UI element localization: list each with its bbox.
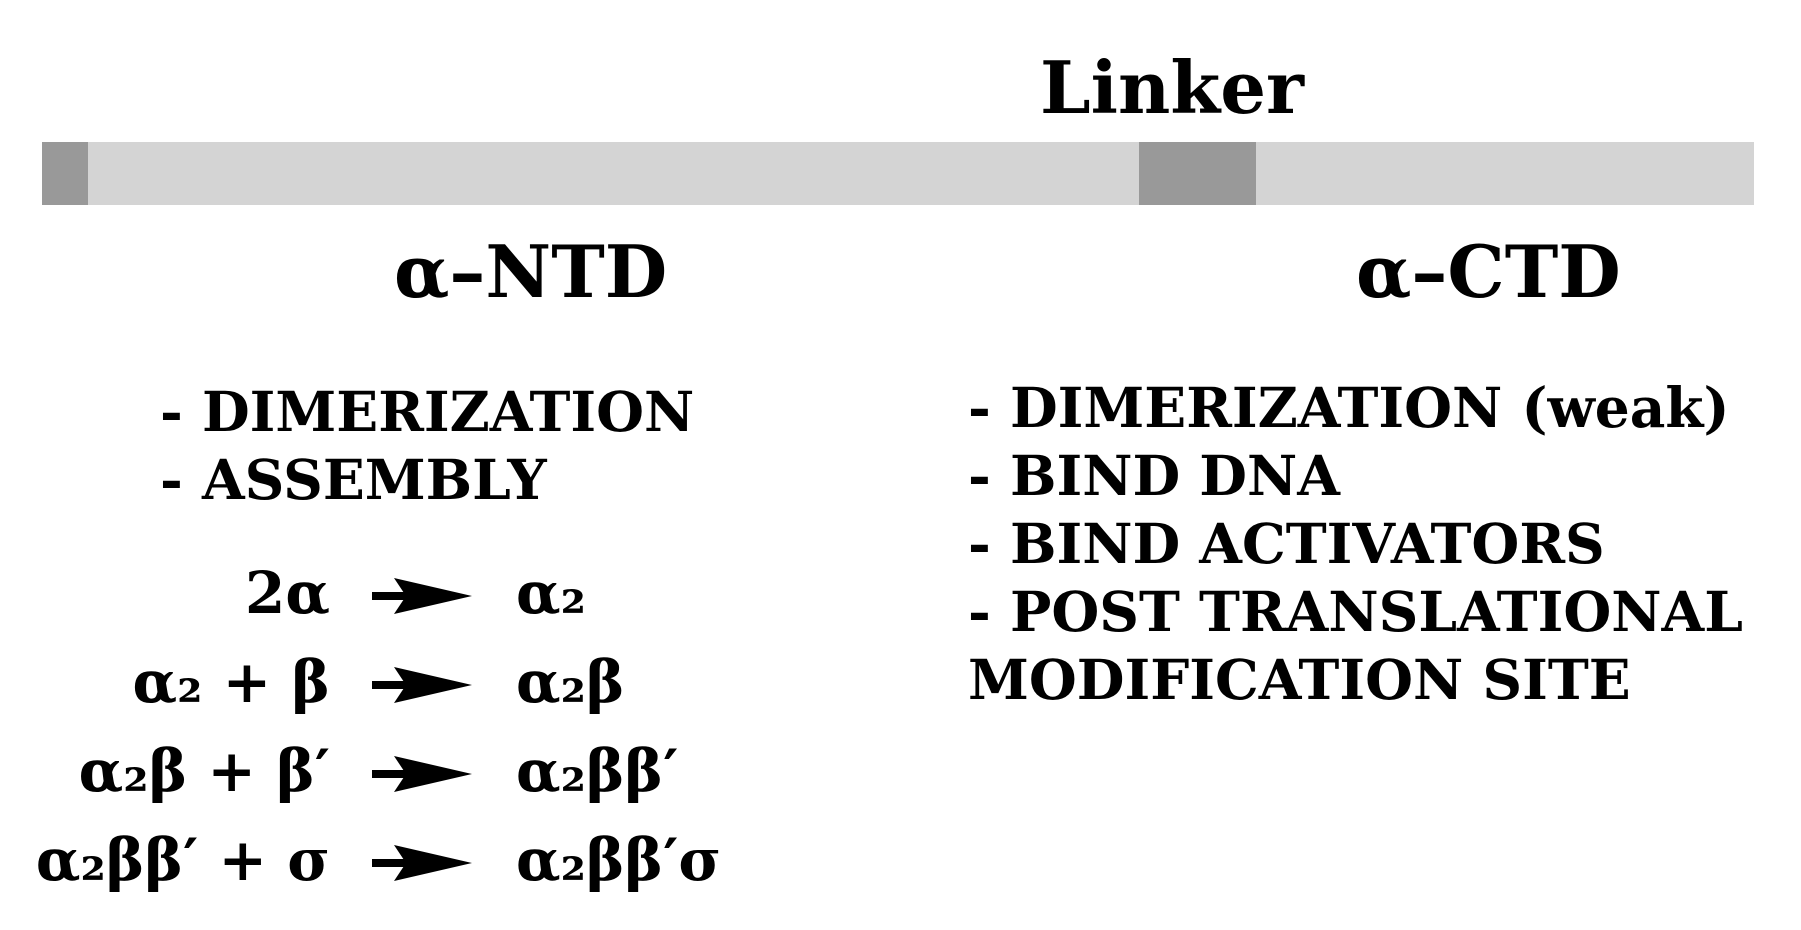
list-item: - DIMERIZATION (weak) [968, 375, 1730, 440]
right-arrow-icon [372, 667, 472, 703]
protein-bar [42, 142, 1754, 205]
reaction-row: α₂β + β′ α₂ββ′ [0, 736, 800, 825]
linker-segment [1139, 142, 1256, 205]
reaction-row: α₂ββ′ + σ α₂ββ′σ [0, 825, 800, 914]
list-item: - ASSEMBLY [160, 447, 547, 512]
list-item: - BIND ACTIVATORS [968, 511, 1605, 576]
list-item: - BIND DNA [968, 443, 1340, 508]
reaction-reactant: 2α [245, 559, 330, 627]
reaction-reactant: α₂ββ′ + σ [35, 826, 330, 894]
linker-label: Linker [1040, 45, 1304, 130]
list-item: - POST TRANSLATIONAL [968, 579, 1743, 644]
right-arrow-icon [372, 845, 472, 881]
list-item: - DIMERIZATION [160, 379, 695, 444]
reaction-reactant: α₂ + β [132, 648, 330, 716]
reaction-product: α₂ββ′σ [516, 826, 722, 894]
ctd-function-list: - DIMERIZATION (weak) - BIND DNA - BIND … [968, 374, 1743, 714]
list-item: MODIFICATION SITE [968, 647, 1631, 712]
reaction-reactant: α₂β + β′ [78, 737, 330, 805]
reaction-row: α₂ + β α₂β [0, 647, 800, 736]
right-arrow-icon [372, 756, 472, 792]
ntd-function-list: - DIMERIZATION - ASSEMBLY [160, 378, 694, 514]
n-terminal-segment [42, 142, 88, 205]
ntd-title: α–NTD [394, 229, 668, 314]
right-arrow-icon [372, 578, 472, 614]
reaction-product: α₂ββ′ [516, 737, 679, 805]
reaction-product: α₂ [516, 559, 587, 627]
reaction-row: 2α α₂ [0, 558, 800, 647]
assembly-reactions: 2α α₂ α₂ + β α₂β α₂β + β′ α₂ββ′ α₂ββ′ [0, 558, 800, 914]
reaction-product: α₂β [516, 648, 625, 716]
ctd-title: α–CTD [1356, 229, 1621, 314]
